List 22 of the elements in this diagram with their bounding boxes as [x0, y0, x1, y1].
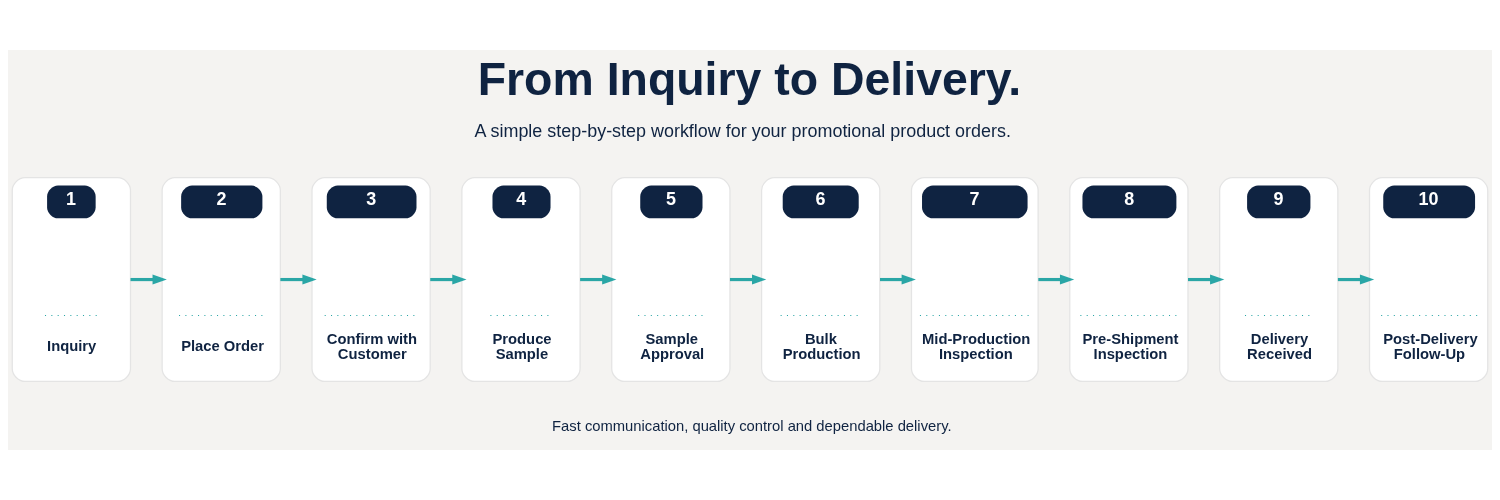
- diagram-title: From Inquiry to Delivery.: [477, 52, 1022, 105]
- node-box: 1 Inquiry: [11, 177, 132, 383]
- node-box: 10 Post-Delivery Follow-Up: [1368, 177, 1489, 383]
- arrow: [280, 274, 317, 285]
- node-box: 9 Delivery Received: [1219, 177, 1339, 383]
- arrow: [130, 274, 167, 285]
- label: A simple step-by-step workflow for your promotional product orders.: [474, 120, 1011, 141]
- arrow: [1038, 274, 1075, 285]
- node-box: 6 Bulk Production: [760, 177, 881, 383]
- node-box: 3 Confirm with Customer: [311, 177, 431, 383]
- arrow: [880, 274, 916, 285]
- label: Fast communication, quality control and dependable delivery.: [552, 417, 952, 434]
- arrow: [430, 274, 467, 285]
- arrow: [580, 274, 617, 285]
- node-box: 8 Pre-Shipment Inspection: [1069, 177, 1189, 383]
- node-box: 5 Sample Approval: [611, 177, 731, 383]
- arrow: [1337, 274, 1375, 285]
- node-box: 2 Place Order: [161, 177, 281, 383]
- node-box: 7 Mid-Production Inspection: [910, 177, 1039, 383]
- node-box: 4 Produce Sample: [461, 177, 581, 383]
- arrow: [729, 274, 767, 285]
- arrow: [1188, 274, 1225, 285]
